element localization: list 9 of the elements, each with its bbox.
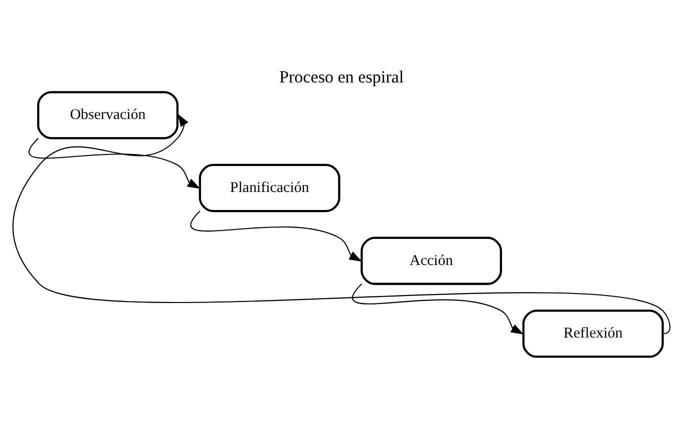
arrow — [12, 114, 670, 334]
arrow — [28, 138, 200, 189]
node-box: Reflexión — [522, 310, 664, 358]
diagram-title: Proceso en espiral — [279, 67, 404, 86]
node-box: Planificación — [198, 164, 340, 212]
node-box: Acción — [360, 236, 502, 285]
node-box: Observación — [37, 91, 179, 140]
arrow — [190, 210, 362, 262]
arrow — [352, 284, 524, 334]
